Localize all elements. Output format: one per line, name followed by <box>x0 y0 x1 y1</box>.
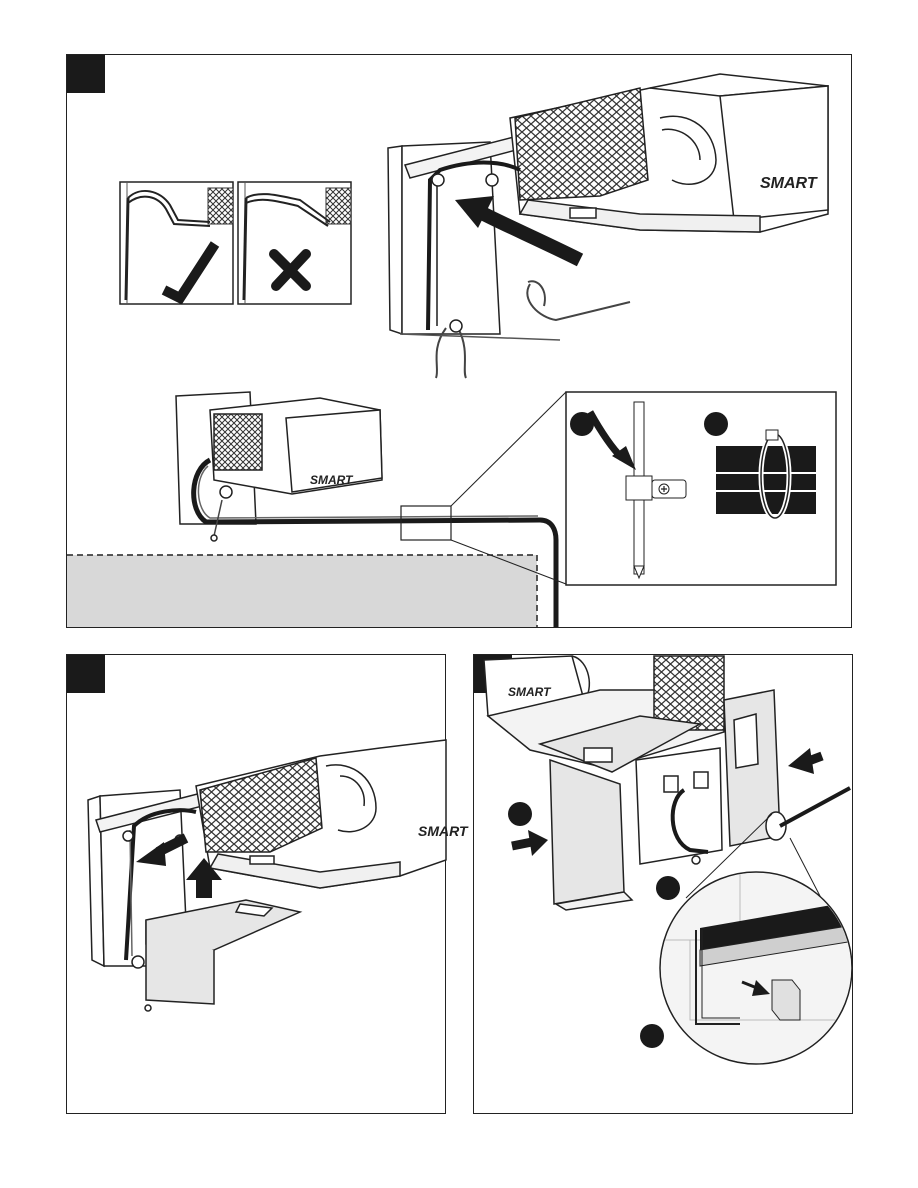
projector-logo: SMART <box>760 175 818 192</box>
substep-marker-b <box>656 876 680 900</box>
substep-marker-b <box>704 412 728 436</box>
side-covers-install: SMART <box>484 656 850 910</box>
cable-routing-incorrect-inset <box>238 182 351 304</box>
wall-section <box>67 555 537 627</box>
substep-marker-c <box>640 1024 664 1048</box>
substep-marker-a <box>508 802 532 826</box>
cable-routing-correct-inset <box>120 182 233 304</box>
arrow-icon <box>788 748 814 774</box>
projector-logo: SMART <box>310 473 354 487</box>
arrow-icon <box>512 842 532 846</box>
projector-logo: SMART <box>418 823 469 839</box>
arrow-icon <box>528 830 548 856</box>
projector-mount-large: SMART <box>388 74 828 378</box>
projector-logo: SMART <box>508 685 552 699</box>
projector-mount-cover-install: SMART <box>88 740 469 1011</box>
